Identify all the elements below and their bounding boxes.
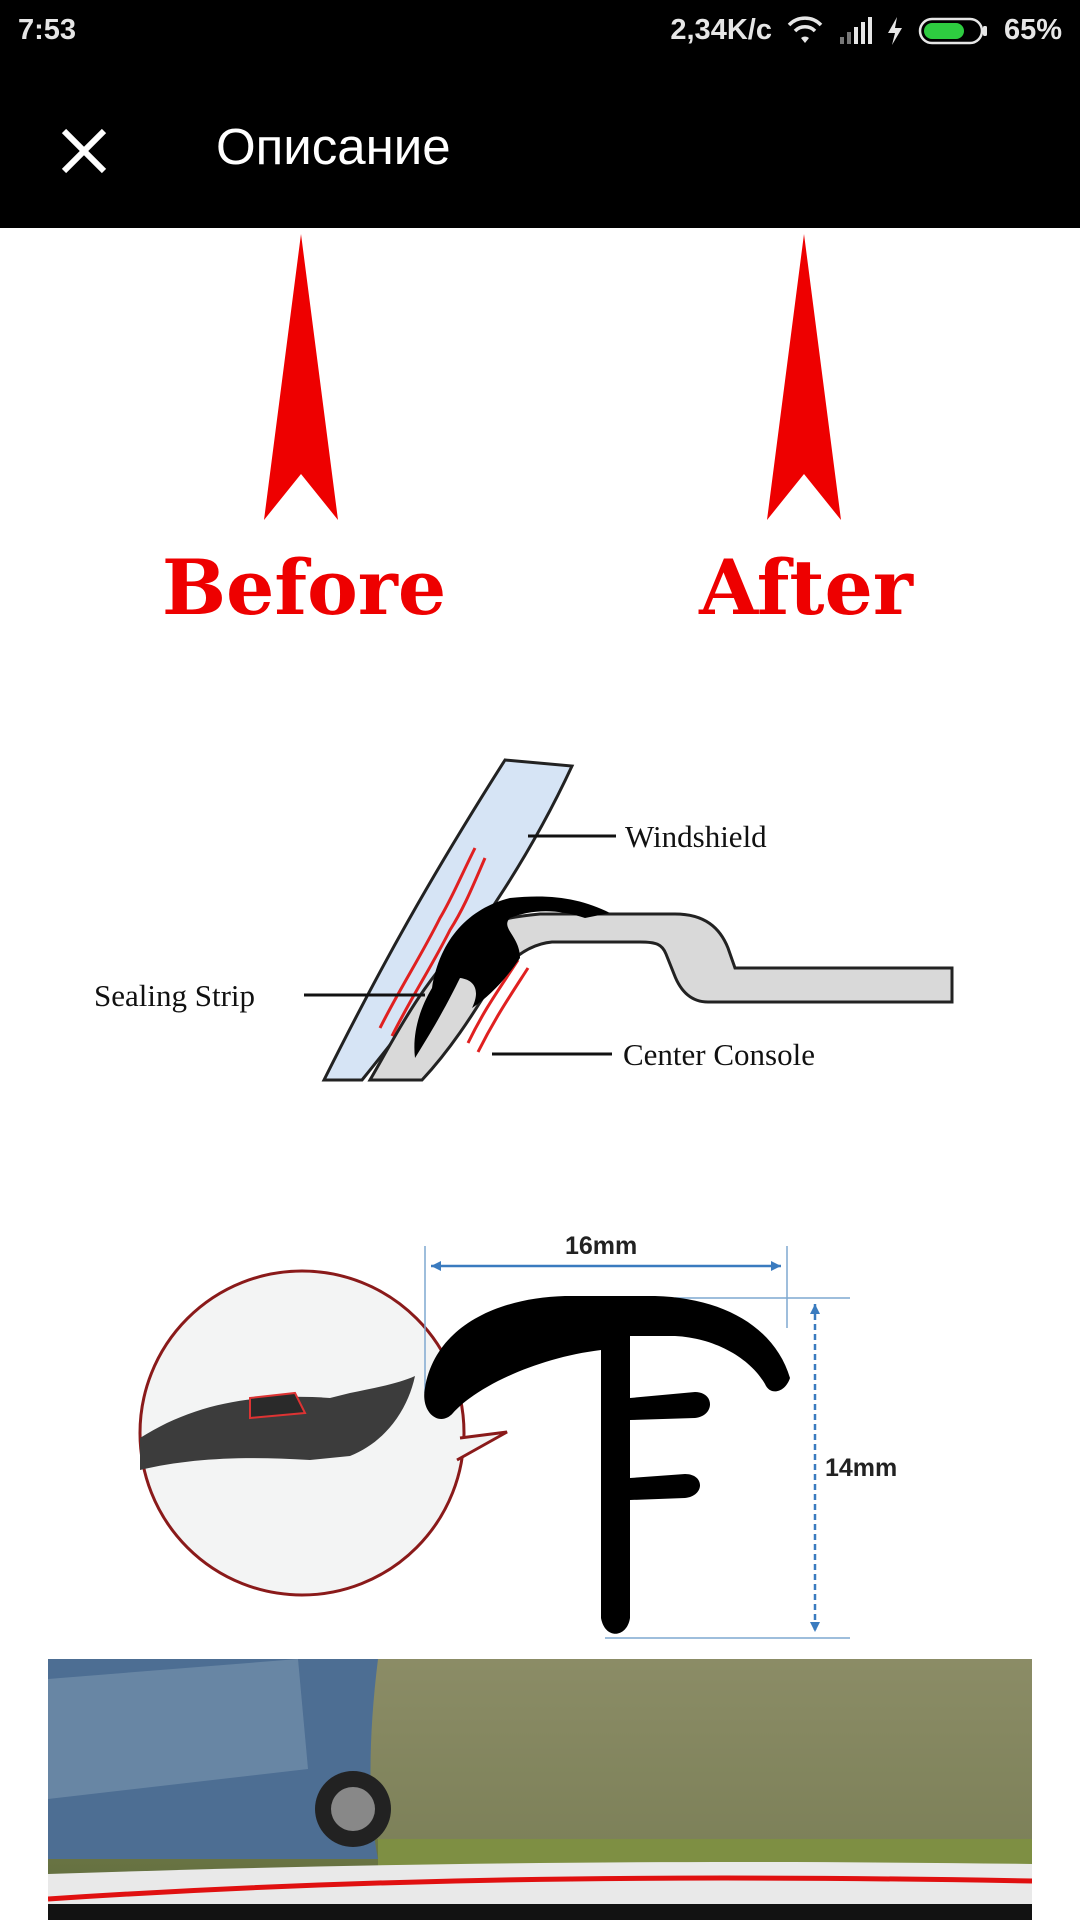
status-right: 2,34K/c — [670, 14, 1062, 47]
before-label: Before — [161, 543, 447, 632]
sealing-diagram: Windshield Sealing Strip Center Console — [94, 758, 954, 1082]
strip-profile-shape — [424, 1296, 790, 1634]
arrow-up-icon-after — [767, 234, 841, 520]
wifi-icon — [786, 15, 824, 46]
description-content: Before After Windshield Sealing Strip Ce… — [0, 228, 1080, 1920]
close-button[interactable] — [52, 119, 116, 183]
center-console-label: Center Console — [623, 1037, 815, 1072]
network-speed: 2,34K/c — [670, 14, 772, 46]
height-label: 14mm — [825, 1454, 897, 1482]
app-bar: Описание — [0, 63, 1080, 228]
close-icon — [61, 128, 107, 174]
status-bar: 7:53 2,34K/c — [0, 0, 1080, 63]
status-time: 7:53 — [18, 14, 77, 46]
sealing-strip-label: Sealing Strip — [94, 978, 255, 1013]
dashboard-photo — [48, 1659, 1032, 1920]
battery-percent: 65% — [1003, 14, 1062, 46]
charging-icon — [886, 16, 904, 46]
width-label: 16mm — [565, 1232, 637, 1260]
windshield-label: Windshield — [625, 819, 767, 854]
signal-icon — [838, 16, 872, 45]
profile-drawing: 16mm 14mm — [138, 1232, 897, 1639]
battery-icon — [918, 16, 990, 46]
page-title: Описание — [216, 118, 451, 175]
dashboard-photo-art — [48, 1659, 1032, 1920]
arrow-up-icon-before — [264, 234, 338, 520]
windshield-shape — [321, 758, 575, 1082]
sealing-strip-shape — [414, 896, 610, 1058]
after-label: After — [699, 543, 913, 632]
